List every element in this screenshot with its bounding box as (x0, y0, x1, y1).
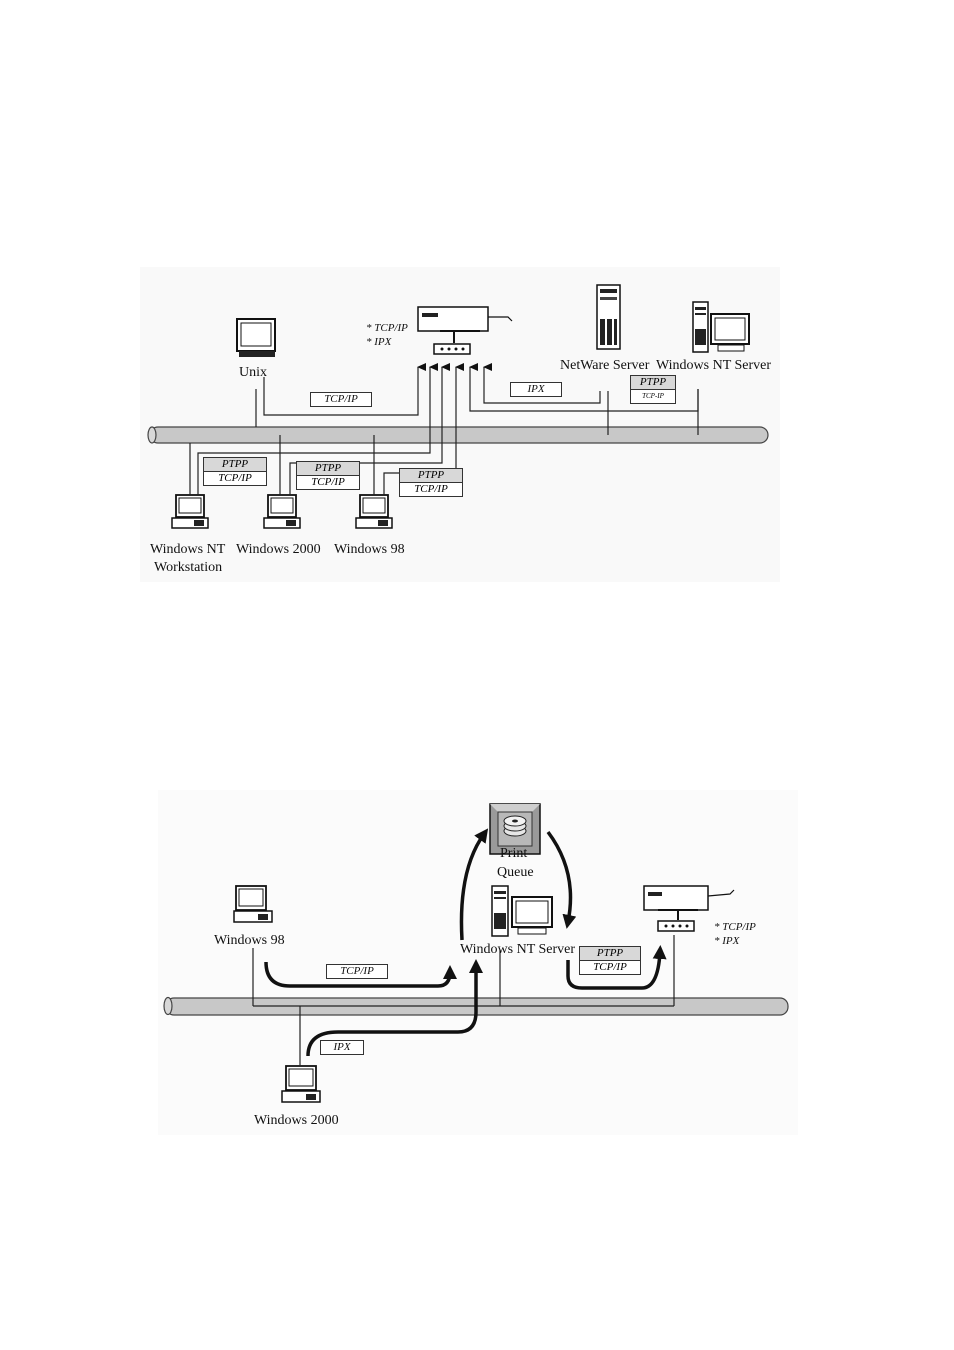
windows-nt-workstation-label-line2: Workstation (154, 560, 222, 576)
windows-98-computer-icon (234, 886, 272, 922)
unix-label: Unix (239, 365, 267, 381)
unix-tcpip-label: TCP/IP (310, 392, 372, 407)
win98-protocol-stack: PTPP TCP/IP (399, 468, 463, 497)
printer-protocol-tcpip: * TCP/IP (714, 921, 756, 933)
windows-nt-server-icon (693, 302, 749, 352)
windows-2000-computer-icon (282, 1066, 320, 1102)
stack-tcpip: TCP-IP (631, 390, 675, 403)
windows-nt-server-label: Windows NT Server (656, 358, 771, 374)
windows-98-computer-icon (356, 495, 392, 528)
netware-server-label: NetWare Server (560, 358, 649, 374)
windows-nt-workstation-label-line1: Windows NT (150, 542, 225, 558)
netware-ipx-label: IPX (510, 382, 562, 397)
printer-protocol-ipx: * IPX (366, 336, 391, 348)
windows-2000-computer-icon (264, 495, 300, 528)
win2000-protocol-stack: PTPP TCP/IP (296, 461, 360, 490)
unix-computer-icon (237, 319, 275, 357)
network-diagram-print-queue: Windows 98 Windows NT Server Print Queue… (158, 790, 798, 1135)
windows-2000-label: Windows 2000 (236, 542, 321, 558)
windows-98-label: Windows 98 (334, 542, 405, 558)
stack-tcpip: TCP/IP (400, 483, 462, 496)
diagram-1-drawing (140, 267, 780, 582)
netware-server-icon (597, 285, 620, 349)
stack-tcpip: TCP/IP (204, 472, 266, 485)
stack-ptpp: PTPP (580, 947, 640, 961)
network-diagram-direct-printing: Unix NetWare Server Windows NT Server Wi… (140, 267, 780, 582)
print-queue-label-line1: Print (500, 846, 527, 862)
ntws-protocol-stack: PTPP TCP/IP (203, 457, 267, 486)
windows-2000-label: Windows 2000 (254, 1113, 339, 1129)
stack-ptpp: PTPP (631, 376, 675, 390)
win98-tcpip-label: TCP/IP (326, 964, 388, 979)
windows-98-label: Windows 98 (214, 933, 285, 949)
windows-nt-server-icon (492, 886, 552, 936)
windows-nt-server-label: Windows NT Server (460, 942, 575, 958)
printer-protocol-ipx: * IPX (714, 935, 739, 947)
ntserver-protocol-stack: PTPP TCP-IP (630, 375, 676, 404)
windows-nt-workstation-icon (172, 495, 208, 528)
stack-tcpip: TCP/IP (580, 961, 640, 974)
stack-tcpip: TCP/IP (297, 476, 359, 489)
stack-ptpp: PTPP (297, 462, 359, 476)
stack-ptpp: PTPP (400, 469, 462, 483)
diagram-2-drawing (158, 790, 798, 1135)
win2000-ipx-label: IPX (320, 1040, 364, 1055)
printer-protocol-tcpip: * TCP/IP (366, 322, 408, 334)
ntserver-protocol-stack: PTPP TCP/IP (579, 946, 641, 975)
network-printer-icon (418, 307, 512, 354)
network-bus (148, 427, 768, 443)
stack-ptpp: PTPP (204, 458, 266, 472)
print-queue-label-line2: Queue (497, 865, 534, 881)
